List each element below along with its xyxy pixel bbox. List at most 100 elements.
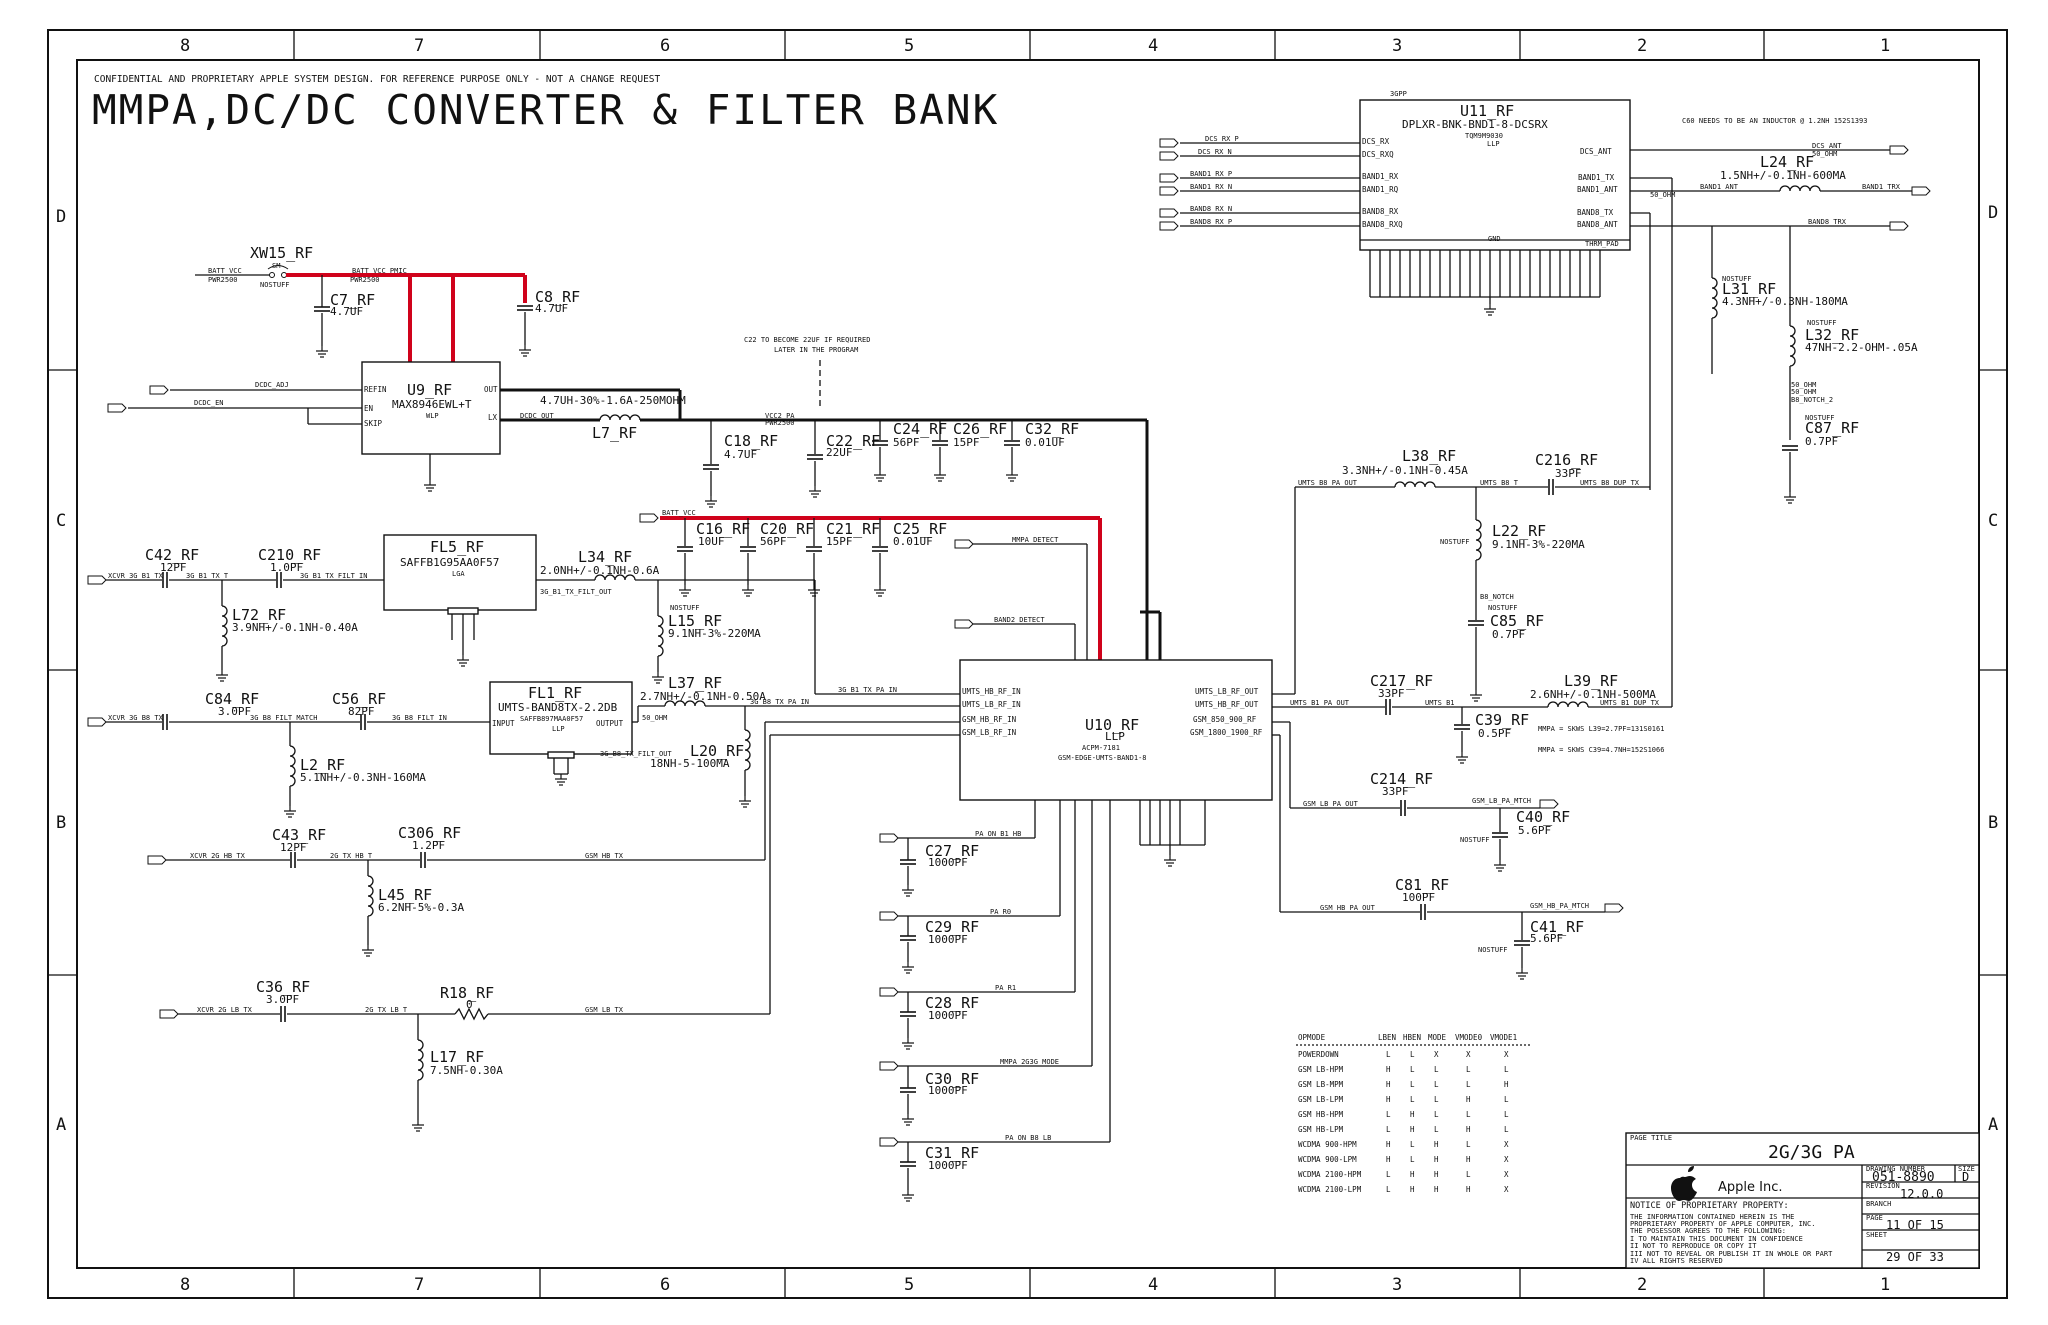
table-cell: H [1466,1095,1471,1104]
gsm-hb-tx-chain: XCVR_2G_HB_TX 2G_TX_HB_T GSM_HB_TX C43_R… [147,721,960,957]
table-cell: X [1434,1050,1439,1059]
l45-ref: L45_RF [378,886,432,904]
table-header: HBEN [1403,1033,1421,1042]
table-cell: H [1504,1080,1509,1089]
net-2g-tx-hb-t: 2G_TX_HB_T [330,852,373,860]
net-band8-rx-p: BAND8_RX_P [1190,218,1232,226]
revision-value: 12.0.0 [1900,1187,1943,1201]
zone-row-label: B [1988,813,1998,833]
c84-val: 3.0PF [218,705,251,718]
page-title-value: 2G/3G PA [1768,1142,1855,1163]
table-cell: H [1410,1170,1415,1179]
u11-duplexer[interactable]: 3GPP U11_RF DPLXR-BNK-BND1-8-DCSRX TQM9M… [1359,90,1631,316]
page-title-label: PAGE TITLE [1630,1134,1672,1142]
zone-col-label: 2 [1637,36,1647,56]
c30-ref: C30_RF [925,1070,979,1088]
c40-ref: C40_RF [1516,808,1570,826]
table-cell: H [1386,1065,1391,1074]
net-pa-r0: PA_R0 [990,908,1011,916]
l15-ref: L15_RF [668,612,722,630]
b8-tx-chain: FL1_RF UMTS-BAND8TX-2.2DB SAFFB897MAA0F5… [87,674,960,818]
net-pa-r1: PA_R1 [995,984,1016,992]
c24-val: 56PF [893,436,920,449]
table-header: VMODE0 [1455,1033,1483,1042]
c36-val: 3.0PF [266,993,299,1006]
net-50ohm: 50_OHM [1650,191,1675,199]
zone-col-label: 4 [1148,36,1158,56]
net-dcdc-out: DCDC_OUT [520,412,555,420]
zone-col-label: 5 [904,36,914,56]
c217-ref: C217_RF [1370,672,1433,690]
c26-ref: C26_RF [953,420,1007,438]
size-value: D [1962,1170,1969,1184]
net-umts-b1-dup-tx: UMTS_B1_DUP_TX [1600,699,1660,707]
l7-ref: L7_RF [592,424,637,442]
l31-nostuff: NOSTUFF [1722,275,1752,283]
net-dcs-ant: DCS_ANT [1812,142,1842,150]
net-umts-b1-pa-out: UMTS_B1_PA_OUT [1290,699,1350,707]
sheet-label: SHEET [1866,1231,1888,1239]
note-c22-line2: LATER IN THE PROGRAM [774,346,858,354]
c56-ref: C56_RF [332,690,386,708]
u11-ref: U11_RF [1460,102,1514,120]
net-xcvr-3g-b1-tx: XCVR_3G_B1_TX [108,572,164,580]
table-header: OPMODE [1298,1033,1326,1042]
l2-ref: L2_RF [300,756,345,774]
table-cell: L [1466,1170,1471,1179]
net-3g-b1-pa-in: 3G_B1_TX_PA_IN [838,686,897,694]
notice-line: THE INFORMATION CONTAINED HEREIN IS THE [1630,1213,1794,1221]
xw15-ref: XW15_RF [250,244,313,262]
c306-val: 1.2PF [412,839,445,852]
net-b8-notch: B8_NOTCH [1480,593,1514,601]
c210-val: 1.0PF [270,561,303,574]
l20-val: 18NH-5-100MA [650,757,730,770]
c8-ref: C8_RF [535,288,580,306]
c39-val: 0.5PF [1478,727,1511,740]
l72-ref: L72_RF [232,606,286,624]
net-band8-trx: BAND8_TRX [1808,218,1847,226]
notice-line: I TO MAINTAIN THIS DOCUMENT IN CONFIDENC… [1630,1235,1803,1243]
net-umts-b8-dup-tx: UMTS_B8_DUP_TX [1580,479,1640,487]
fl1-ref: FL1_RF [528,684,582,702]
table-cell: L [1504,1065,1509,1074]
drawing-number-label: DRAWING NUMBER [1866,1165,1926,1173]
zone-col-label: 7 [414,36,424,56]
c18-val: 4.7UF [724,448,757,461]
table-row-opmode: POWERDOWN [1298,1050,1339,1059]
gsm-lb-tx-chain: XCVR_2G_LB_TX 2G_TX_LB_T GSM_LB_TX C36_R… [159,734,960,1132]
u11-ant-nets: DCS_ANT 50_OHM 50_OHM BAND1_ANT BAND1_TR… [1630,142,1931,600]
note-c22: C22 TO BECOME 22UF IF REQUIRED [744,336,870,344]
u11-part: DPLXR-BNK-BND1-8-DCSRX [1402,118,1548,131]
fl5-pkg: LGA [452,570,465,578]
table-row-opmode: GSM HB-LPM [1298,1125,1344,1134]
drawing-border: 8 7 6 5 4 3 2 1 8 7 6 5 4 3 2 1 D C B A … [47,29,2008,1299]
svg-text:BAND1_ANT: BAND1_ANT [1577,185,1618,194]
table-cell: H [1386,1140,1391,1149]
c41-ref: C41_RF [1530,918,1584,936]
net-band1-trx: BAND1_TRX [1862,183,1901,191]
table-cell: L [1434,1095,1439,1104]
note-mmpa1: MMPA = SKWS L39=2.7PF=131S0161 [1538,725,1664,733]
c87-val: 0.7PF [1805,435,1838,448]
u11-top-label: 3GPP [1390,90,1407,98]
table-cell: L [1410,1050,1415,1059]
zone-row-label: A [1988,1115,1998,1135]
l22-val: 9.1NH-3%-220MA [1492,538,1585,551]
table-cell: X [1466,1050,1471,1059]
net-dcs-rx-p: DCS_RX_P [1205,135,1239,143]
xw15-nostuff: NOSTUFF [260,281,290,289]
table-cell: H [1466,1155,1471,1164]
net-batt-vcc: BATT_VCC [208,267,242,275]
fl1-pkg: LLP [552,725,565,733]
net-b8-notch-2: B8_NOTCH_2 [1791,396,1833,404]
c32-val: 0.01UF [1025,436,1065,449]
net-3g-b8-filt-in: 3G_B8_FILT_IN [392,714,447,722]
net-50ohm: 50_OHM [642,714,667,722]
net-pwr2500: PWR2500 [350,276,380,284]
net-pwr2500: PWR2500 [765,419,795,427]
u10-power-amplifier[interactable]: U10_RF LLP ACPM-7181 GSM-EDGE-UMTS-BAND1… [959,659,1273,1142]
l7-val: 4.7UH-30%-1.6A-250MOHM [540,394,686,407]
c22-val: 22UF [826,446,853,459]
